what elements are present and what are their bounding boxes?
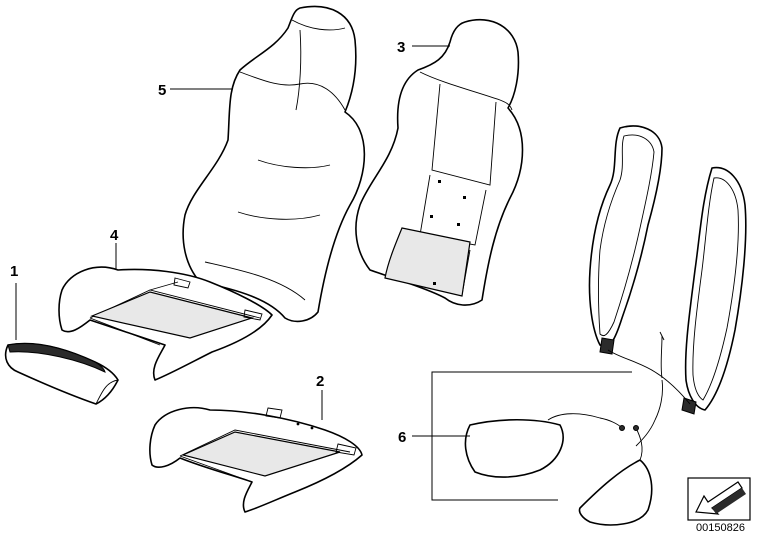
part-3-backrest-pad[interactable] <box>355 18 524 306</box>
reference-box <box>687 477 751 521</box>
callout-4: 4 <box>110 227 119 244</box>
part-2-cushion-pad[interactable] <box>149 406 363 513</box>
part-4-cushion-cover[interactable] <box>58 266 273 381</box>
callout-1: 1 <box>10 263 18 280</box>
callout-3: 3 <box>397 39 405 56</box>
callout-5: 5 <box>158 82 166 99</box>
part-5-backrest-cover[interactable] <box>182 5 366 323</box>
arrow-down-left-icon <box>695 481 746 515</box>
part-number: 00150826 <box>696 522 745 534</box>
part-1-front-pad[interactable] <box>4 342 119 405</box>
callout-2: 2 <box>316 373 324 390</box>
part-6-heating-elements[interactable] <box>464 125 747 526</box>
callout-6: 6 <box>398 429 406 446</box>
